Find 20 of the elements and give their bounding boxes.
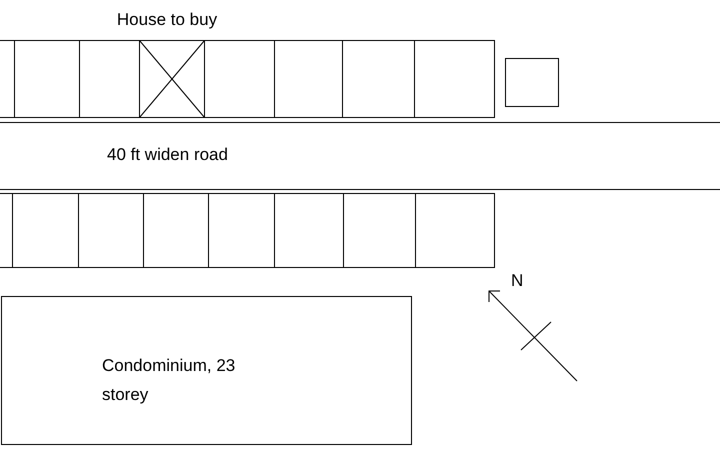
- house-plot: [342, 40, 415, 118]
- north-label: N: [511, 270, 524, 292]
- house-plot: [79, 40, 140, 118]
- road-band: [0, 122, 720, 190]
- house-plot: [274, 40, 343, 118]
- house-plot: [415, 193, 495, 268]
- house-plot: [78, 193, 144, 268]
- plot-heading: House to buy: [116, 9, 218, 31]
- house-plot: [204, 40, 275, 118]
- house-plot: [274, 193, 344, 268]
- house-plot: [143, 193, 209, 268]
- house-plot: [208, 193, 275, 268]
- road-label: 40 ft widen road: [107, 144, 228, 166]
- house-plot: [414, 40, 495, 118]
- condominium-block: [1, 296, 412, 445]
- substation-box: [505, 58, 559, 107]
- house-plot: [12, 193, 79, 268]
- block-label: Condominium, 23 storey: [102, 355, 236, 406]
- house-plot: [343, 193, 416, 268]
- house-plot: [14, 40, 80, 118]
